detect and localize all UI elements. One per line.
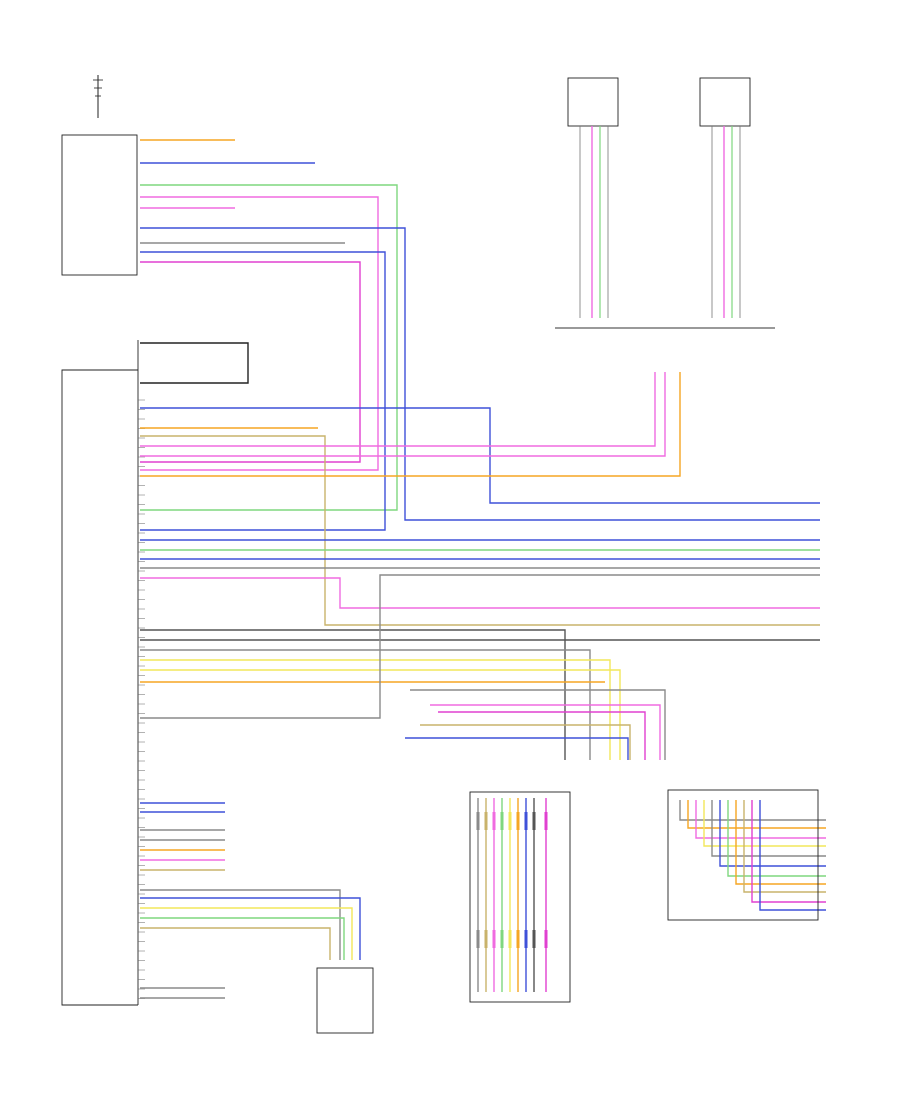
connector-pin	[492, 930, 496, 948]
connector-pin	[516, 930, 520, 948]
wire-radio-9	[140, 261, 361, 463]
speaker-right	[699, 77, 751, 318]
wire-right-8	[735, 800, 826, 885]
connector-pin	[532, 930, 536, 948]
wire-right-4	[703, 800, 826, 847]
connector-pin	[516, 812, 520, 830]
connector-pin	[500, 930, 504, 948]
connector-pin	[500, 812, 504, 830]
wire-acc-15	[140, 659, 611, 760]
wire-acc-20	[430, 704, 661, 760]
wire-right-10	[751, 800, 826, 903]
wire-right-9	[743, 800, 826, 893]
wire-loop	[140, 342, 249, 384]
connector-pin	[492, 812, 496, 830]
connector-pin	[484, 812, 488, 830]
wire-acc-5	[140, 372, 666, 457]
wire-right-11	[759, 800, 826, 911]
connector-pin	[544, 812, 548, 830]
connector-pin	[508, 930, 512, 948]
wire-low-12	[140, 927, 331, 960]
connector-center	[469, 791, 571, 1003]
wire-acc-3	[140, 435, 820, 626]
wire-acc-4	[140, 372, 656, 447]
wire-radio-6	[140, 227, 820, 521]
wire-radio-8	[140, 251, 386, 531]
speaker-left	[567, 77, 619, 318]
wire-low-10	[140, 907, 353, 960]
connector-center-pins	[476, 812, 548, 948]
wire-acc-11	[140, 577, 820, 609]
wire-bundle	[140, 139, 826, 999]
connector-pin	[544, 930, 548, 948]
connector-pin	[532, 812, 536, 830]
wire-low-11	[140, 917, 345, 960]
audio-input-jack	[316, 967, 374, 1034]
wire-low-9	[140, 897, 361, 960]
wire-acc-21	[438, 711, 646, 760]
wire-right-5	[711, 800, 826, 857]
connector-pin	[508, 812, 512, 830]
wire-right-6	[719, 800, 826, 867]
connector-pin	[524, 812, 528, 830]
wire-acc-19	[410, 689, 666, 760]
wire-acc-23	[405, 737, 629, 760]
wire-right-3	[695, 800, 826, 839]
accessory-module	[61, 340, 145, 1006]
antenna	[93, 75, 103, 118]
connector-pin	[524, 930, 528, 948]
connector-right	[667, 789, 819, 921]
wire-acc-16	[140, 669, 621, 760]
accessory-module-pins	[138, 399, 145, 999]
connector-pin	[476, 930, 480, 948]
wire-radio-3	[140, 184, 398, 511]
connector-pin	[476, 812, 480, 830]
connector-pin	[484, 930, 488, 948]
radio-module	[61, 134, 138, 276]
wire-right-1	[679, 800, 826, 821]
wire-right-7	[727, 800, 826, 877]
wire-acc-12	[140, 629, 566, 760]
wire-radio-4	[140, 196, 379, 471]
wire-low-8	[140, 889, 341, 960]
wire-right-2	[687, 800, 826, 829]
wire-acc-22	[420, 724, 631, 760]
wire-acc-14	[140, 649, 591, 760]
wire-acc-18	[140, 574, 820, 719]
wire-acc-6	[140, 372, 681, 477]
